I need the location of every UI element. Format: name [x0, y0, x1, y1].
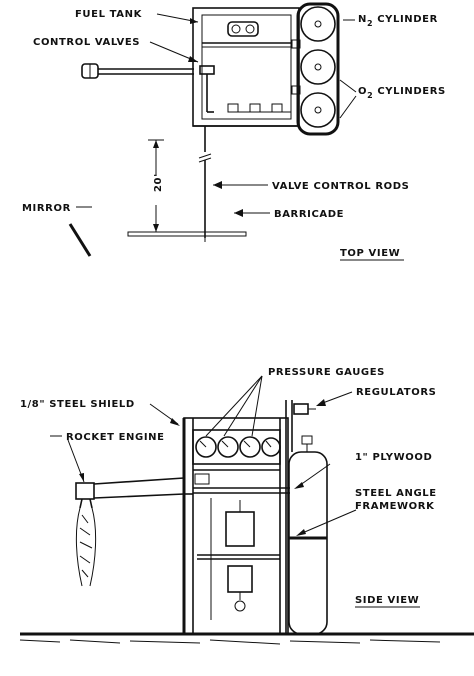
n2-cylinder: [300, 6, 336, 42]
exhaust-plume: [75, 507, 97, 587]
top-housing: [192, 7, 300, 127]
label-mirror: MIRROR: [22, 203, 71, 214]
label-rocket-engine: ROCKET ENGINE: [66, 432, 165, 443]
label-control-valves: CONTROL VALVES: [33, 37, 140, 48]
pressure-gauge-1: [195, 436, 217, 458]
engine-arm: [93, 477, 185, 485]
label-valve-control-rods: VALVE CONTROL RODS: [272, 181, 409, 192]
gauge-panel: [192, 429, 281, 465]
label-n2-cylinder: N2 CYLINDER: [358, 14, 438, 28]
label-o2-cylinders: O2 CYLINDERS: [358, 86, 446, 100]
side-view: PRESSURE GAUGES REGULATORS 1/8" STEEL SH…: [19, 367, 474, 645]
o2-cylinder-1: [300, 49, 336, 85]
barricade: [127, 231, 247, 237]
regulator: [293, 403, 309, 415]
pressure-gauge-3: [239, 436, 261, 458]
o2-cylinder-2: [300, 92, 336, 128]
internal-tank: [225, 511, 255, 547]
side-frame: [183, 417, 289, 635]
label-framework: FRAMEWORK: [355, 501, 435, 512]
cylinder-housing: [296, 2, 340, 136]
top-housing-inner: [201, 14, 292, 120]
label-fuel-tank: FUEL TANK: [75, 9, 143, 20]
label-plywood: 1" PLYWOOD: [355, 452, 432, 463]
top-view: 20' FUEL TANK CONTROL VALVES N2 CYLINDER…: [22, 2, 446, 261]
pressure-gauge-2: [217, 436, 239, 458]
pressure-gauge-4: [261, 437, 281, 457]
fuel-tank: [227, 21, 259, 37]
dimension-20ft: 20': [153, 173, 164, 192]
label-regulators: REGULATORS: [356, 387, 436, 398]
title-top-view: TOP VIEW: [340, 248, 400, 259]
label-steel-shield: 1/8" STEEL SHIELD: [20, 399, 135, 410]
mirror: [68, 223, 92, 257]
rocket-engine: [75, 482, 95, 500]
label-barricade: BARRICADE: [274, 209, 344, 220]
title-side-view: SIDE VIEW: [355, 595, 419, 606]
label-pressure-gauges: PRESSURE GAUGES: [268, 367, 385, 378]
label-steel-angle: STEEL ANGLE: [355, 488, 437, 499]
